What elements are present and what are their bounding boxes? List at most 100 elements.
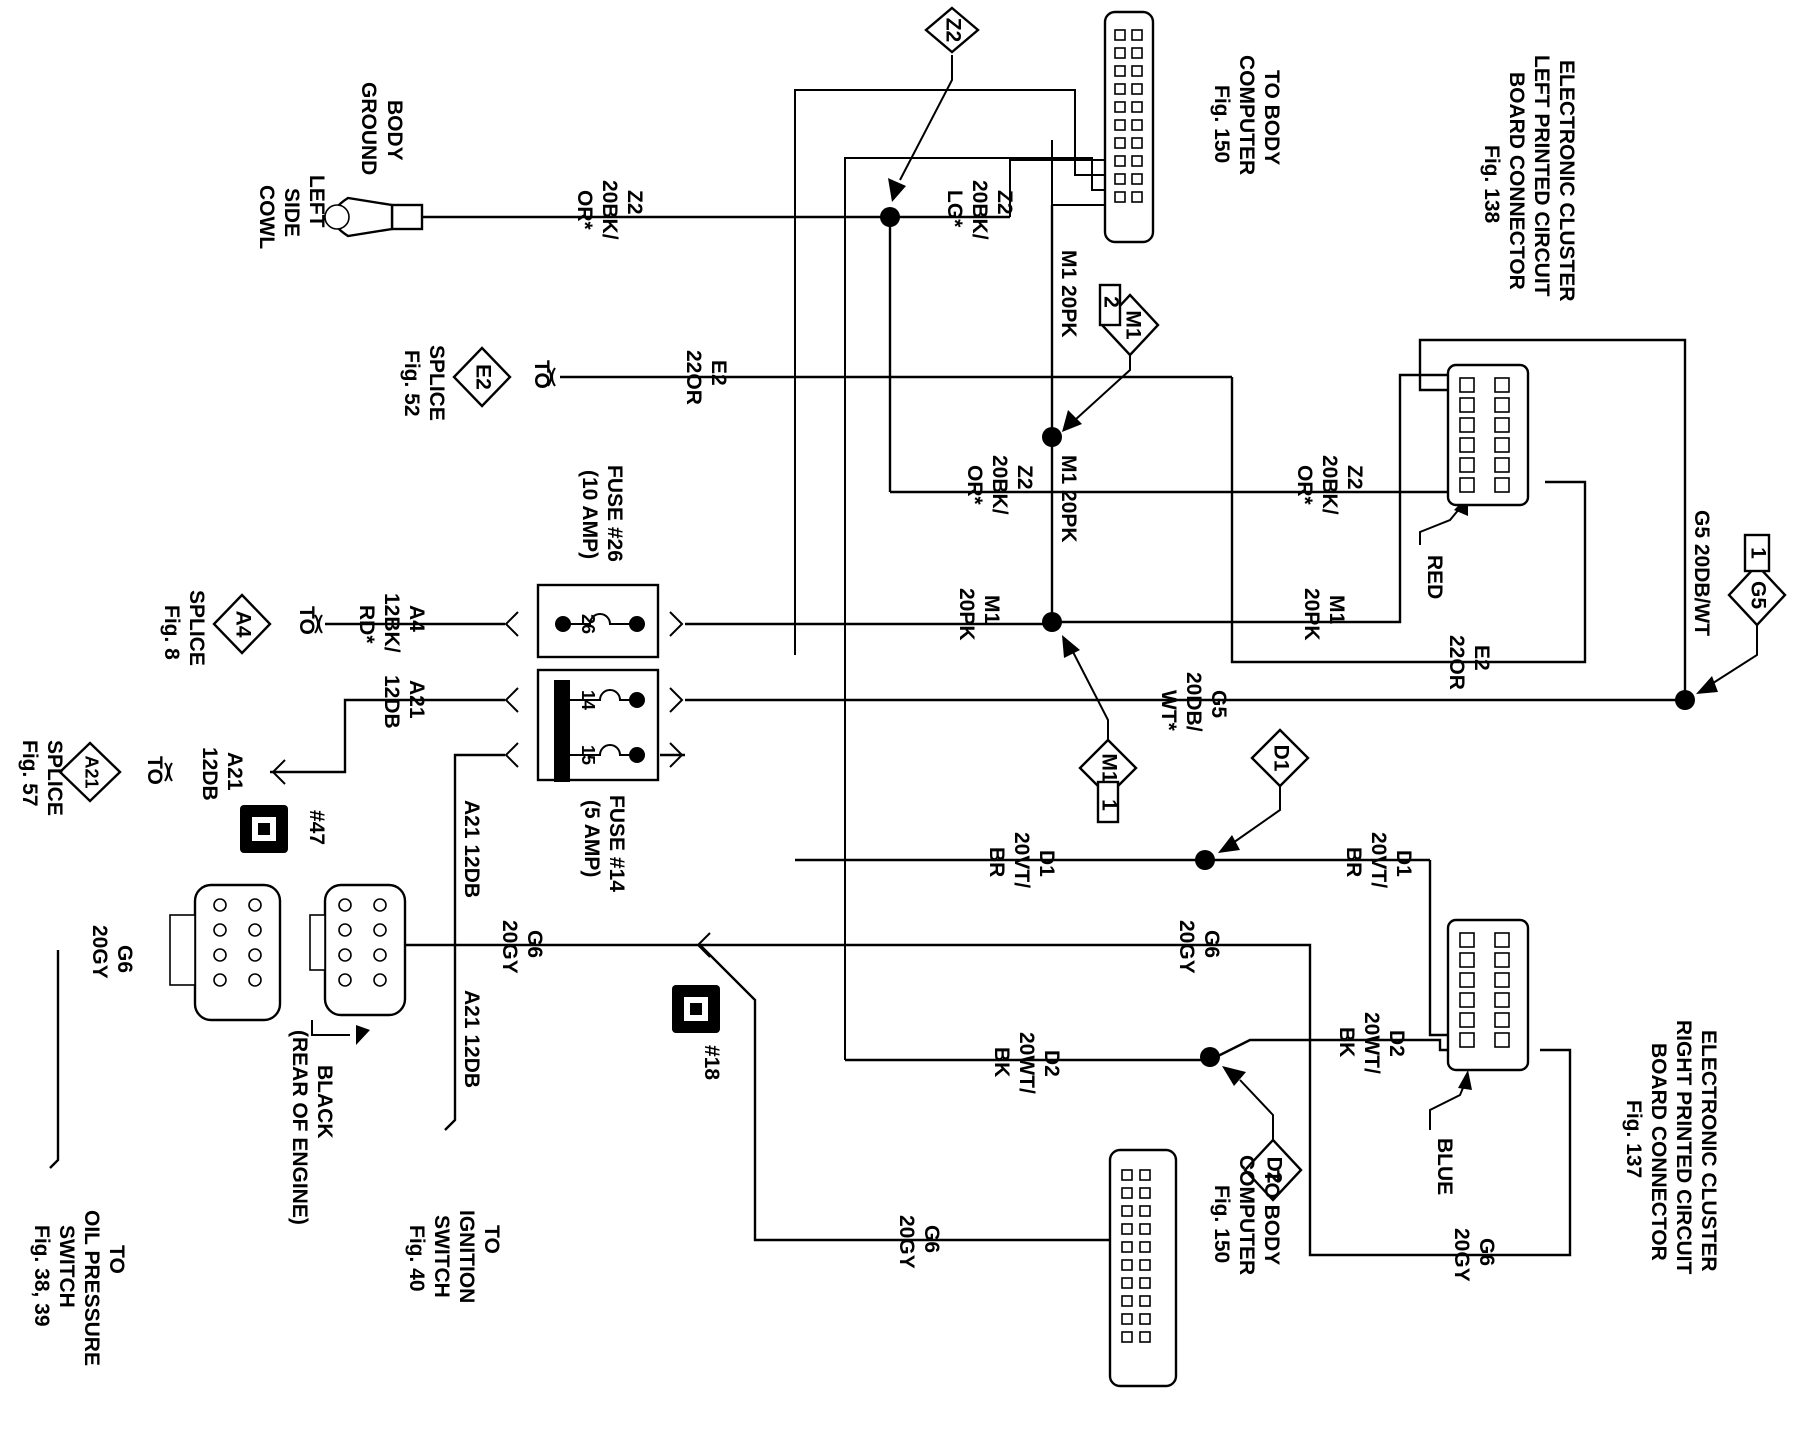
chevron-a4-out <box>669 611 684 637</box>
wire-label-d2-left-3: BK <box>990 1047 1013 1077</box>
female-connector-shell <box>193 883 282 1022</box>
pin <box>1459 952 1475 968</box>
wire-label-m1-mid-2: 20PK <box>955 588 978 641</box>
label-cowl: COWL <box>255 185 278 249</box>
pin <box>248 973 262 987</box>
tag-m1-bottom-text: M1 <box>1097 753 1120 782</box>
pin <box>338 898 352 912</box>
arrowhead-g5 <box>1696 676 1718 694</box>
tag-a4-text: A4 <box>231 611 254 638</box>
chevrons <box>164 367 711 958</box>
fuse-14-number: 14 <box>578 690 598 710</box>
wire-g6-computer <box>699 944 1110 1242</box>
label-a21-splice: SPLICE <box>43 740 66 816</box>
label-left-cluster-4: Fig. 138 <box>1480 145 1503 224</box>
pin <box>373 923 387 937</box>
label-body-ground-2: GROUND <box>357 82 380 175</box>
wire-d2-cluster <box>1209 1038 1450 1062</box>
pin <box>1121 1331 1133 1343</box>
label-left-cluster-3: BOARD CONNECTOR <box>1505 72 1528 290</box>
wire-label-g6-e-2: 20GY <box>1450 1228 1473 1282</box>
wire-label-m1-right-2: 20PK <box>1300 588 1323 641</box>
splice-z2 <box>880 207 900 227</box>
label-left: LEFT <box>305 175 328 228</box>
label-a4-splice: SPLICE <box>185 590 208 666</box>
label-fuse14-2: (5 AMP) <box>580 800 603 877</box>
wire-label-d1-right-2: 20VT/ <box>1367 832 1390 888</box>
pin <box>373 898 387 912</box>
label-oil-1: OIL PRESSURE <box>80 1210 103 1366</box>
splice-g5 <box>1675 690 1695 710</box>
wire-label-z2-mid-1: Z2 <box>1013 465 1036 490</box>
wire-label-g6-a-1: G6 <box>523 930 546 958</box>
splice-m1-top <box>1042 427 1062 447</box>
wire-label-z2-lg-3: LG* <box>943 190 966 228</box>
pointer-d2 <box>1239 1079 1274 1140</box>
wire-label-g6-b-1: G6 <box>1200 930 1223 958</box>
wire-label-m1-right-1: M1 <box>1325 595 1348 624</box>
wire-d1-cluster <box>1428 860 1450 1037</box>
pin <box>1114 173 1126 185</box>
pin <box>1114 47 1126 59</box>
tag-z2-text: Z2 <box>941 18 964 43</box>
label-blue: BLUE <box>1433 1138 1456 1195</box>
fuse-15-number: 15 <box>578 745 598 765</box>
wire-label-z2-right-2: 20BK/ <box>1318 455 1341 515</box>
fuse-26-number: 26 <box>578 614 598 634</box>
wire-label-g6-e-1: G6 <box>1475 1238 1498 1266</box>
pin <box>1459 377 1475 393</box>
pin <box>1131 65 1143 77</box>
arrowhead-m1-top <box>1062 410 1082 432</box>
pin <box>1131 83 1143 95</box>
chevron-fuse15-out <box>669 742 684 768</box>
label-ignition-to: TO <box>480 1225 503 1254</box>
pin <box>1459 397 1475 413</box>
pin <box>1121 1223 1133 1235</box>
chevron-a21 <box>164 762 173 782</box>
arrowhead-d2 <box>1222 1066 1246 1086</box>
pin <box>1494 992 1510 1008</box>
pin <box>1459 972 1475 988</box>
pin <box>1131 191 1143 203</box>
wire-label-z2-mid-3: OR* <box>963 465 986 506</box>
pin <box>1139 1313 1151 1325</box>
pin <box>1114 29 1126 41</box>
pin <box>1459 1012 1475 1028</box>
wire-labels: Z2 20BK/ OR* Z2 20BK/ LG* Z2 20BK/ OR* Z… <box>88 180 1713 1282</box>
wire-label-a21-top-1: A21 <box>405 680 428 719</box>
pin <box>248 923 262 937</box>
connector-icon-18 <box>672 985 720 1033</box>
label-right-cluster-3: BOARD CONNECTOR <box>1647 1043 1670 1261</box>
pin <box>1494 477 1510 493</box>
pin <box>248 898 262 912</box>
pin <box>1121 1295 1133 1307</box>
pin <box>1494 1032 1510 1048</box>
tag-g5-number: 1 <box>1746 547 1769 559</box>
label-ignition-2: SWITCH <box>430 1215 453 1298</box>
wire-label-e2-right-2: 22OR <box>1445 635 1468 690</box>
pin <box>213 973 227 987</box>
fuse-15-element <box>570 744 637 756</box>
male-connector-shell <box>323 883 407 1017</box>
wire-label-g6-b-2: 20GY <box>1175 920 1198 974</box>
wire-g6-oil <box>49 950 60 1169</box>
pin <box>1121 1313 1133 1325</box>
pin <box>1139 1259 1151 1271</box>
wire-g5-cluster <box>1418 338 1687 700</box>
label-left-cluster-2: LEFT PRINTED CIRCUIT <box>1530 55 1553 297</box>
tag-d2: D2 <box>1243 1138 1303 1202</box>
label-computer-bottom-3: Fig. 150 <box>1210 1185 1233 1263</box>
tag-m1-bottom-number: 1 <box>1097 799 1120 811</box>
fuse-busbar <box>554 680 570 782</box>
connector-icon-47 <box>240 805 288 853</box>
body-ground <box>324 196 424 238</box>
wire-label-d2-right-2: 20WT/ <box>1360 1012 1383 1074</box>
pointer-g5 <box>1709 620 1758 686</box>
splice-d2 <box>1200 1047 1220 1067</box>
pin <box>1131 173 1143 185</box>
pin <box>1139 1205 1151 1217</box>
inline-connector-male <box>309 883 407 1017</box>
tag-m1-bottom: M1 1 <box>1078 738 1138 824</box>
pin <box>373 948 387 962</box>
body-computer-connector-bottom <box>1108 1148 1178 1388</box>
